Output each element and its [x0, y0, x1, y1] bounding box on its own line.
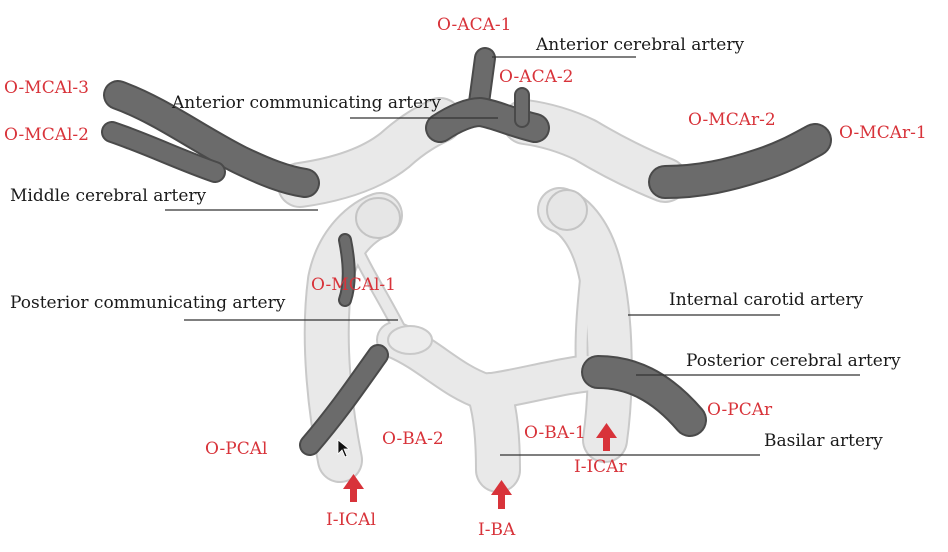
- label-posterior-communicating-artery: Posterior communicating artery: [10, 293, 286, 313]
- label-o-mcal-2: O-MCAl-2: [4, 125, 89, 145]
- inflow-arrows: [343, 423, 617, 509]
- leader-lines: [165, 56, 860, 456]
- arrow-i-icar: [596, 423, 617, 451]
- label-basilar-artery: Basilar artery: [764, 431, 883, 451]
- label-o-pcar: O-PCAr: [707, 400, 773, 420]
- label-o-ba-1: O-BA-1: [524, 423, 586, 443]
- arrow-i-ba: [491, 480, 512, 509]
- label-o-ba-2: O-BA-2: [382, 429, 444, 449]
- label-i-ba: I-BA: [478, 520, 516, 540]
- label-internal-carotid-artery: Internal carotid artery: [669, 290, 863, 310]
- label-o-mcal-1: O-MCAl-1: [311, 275, 396, 295]
- label-o-pcal: O-PCAl: [205, 439, 267, 459]
- label-posterior-cerebral-artery: Posterior cerebral artery: [686, 351, 901, 371]
- outlet-segments: [101, 47, 832, 456]
- label-anterior-communicating-artery: Anterior communicating artery: [171, 93, 441, 113]
- cursor-arrow-icon: [337, 439, 351, 458]
- label-middle-cerebral-artery: Middle cerebral artery: [10, 186, 207, 206]
- arrow-i-ical: [343, 474, 364, 502]
- label-o-aca-1: O-ACA-1: [437, 15, 511, 35]
- label-anterior-cerebral-artery: Anterior cerebral artery: [535, 35, 744, 55]
- vessel-network-body: [279, 99, 686, 491]
- label-o-aca-2: O-ACA-2: [499, 67, 573, 87]
- label-o-mcar-1: O-MCAr-1: [839, 123, 927, 143]
- boundary-labels: O-ACA-1 O-ACA-2 O-MCAl-3 O-MCAl-2 O-MCAl…: [4, 15, 927, 540]
- anatomy-labels: Anterior cerebral artery Anterior commun…: [10, 35, 901, 451]
- label-o-mcal-3: O-MCAl-3: [4, 78, 89, 98]
- label-i-ical: I-ICAl: [326, 510, 376, 530]
- label-o-mcar-2: O-MCAr-2: [688, 110, 776, 130]
- label-i-icar: I-ICAr: [574, 457, 627, 477]
